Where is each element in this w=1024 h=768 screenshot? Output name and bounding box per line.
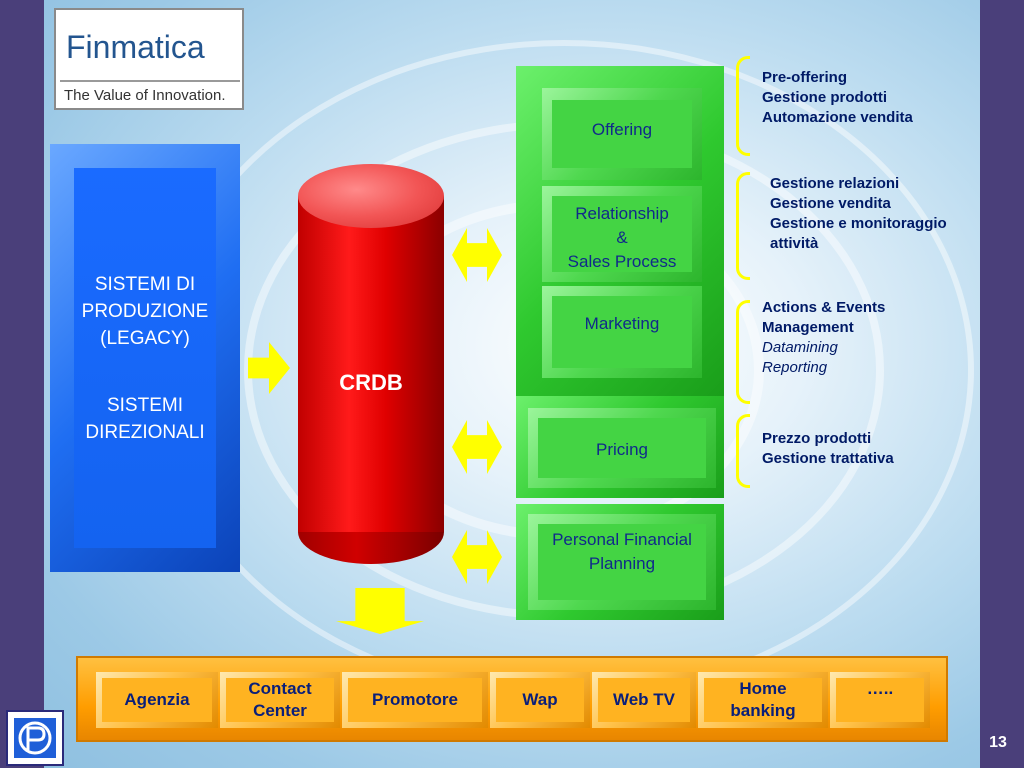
logo-brand-text: Finmatica [66, 29, 205, 65]
legacy-systems-box: SISTEMI DI PRODUZIONE (LEGACY) SISTEMI D… [74, 168, 216, 548]
annotation-line: Gestione e monitoraggio [770, 215, 947, 232]
channel-face: Wap [496, 678, 584, 722]
annotation-line: Gestione trattativa [762, 450, 894, 467]
annotation-line: Gestione relazioni [770, 175, 900, 192]
module-label: Relationship [575, 204, 669, 223]
module-personal-financial-planning: Personal Financial Planning [528, 514, 716, 610]
legacy-line: SISTEMI [106, 394, 183, 416]
annotation-line: Pre-offering [762, 69, 848, 86]
annotation-pricing: Prezzo prodotti Gestione trattativa [762, 429, 894, 469]
database-cylinder-body [298, 196, 444, 532]
channel-label: Home [739, 679, 787, 698]
module-face: Personal Financial Planning [538, 524, 706, 600]
annotation-line: Actions & Events [762, 299, 886, 316]
channel-more: ….. [830, 672, 930, 728]
left-frame-band [0, 0, 44, 768]
legacy-line: DIREZIONALI [85, 421, 205, 443]
channel-label: Center [253, 701, 307, 720]
module-pricing: Pricing [528, 408, 716, 488]
module-label: Planning [588, 554, 656, 573]
channel-label: Web TV [612, 690, 676, 709]
annotation-relationship: Gestione relazioni Gestione vendita Gest… [770, 174, 947, 254]
module-face: Relationship & Sales Process [552, 196, 692, 272]
annotation-line: Reporting [762, 359, 828, 376]
channel-face: Web TV [598, 678, 690, 722]
footer-logo [6, 710, 64, 766]
brace-icon [736, 56, 750, 156]
annotation-marketing: Actions & Events Management Datamining R… [762, 298, 885, 378]
module-label: Marketing [584, 314, 660, 333]
legacy-line: PRODUZIONE [81, 300, 209, 322]
module-label: Pricing [596, 440, 648, 459]
channel-label: Contact [248, 679, 312, 698]
annotation-line: Prezzo prodotti [762, 430, 872, 447]
database-label: CRDB [339, 370, 403, 395]
channel-face: Promotore [348, 678, 482, 722]
channel-face: ….. [836, 678, 924, 722]
page-number: 13 [989, 734, 1007, 751]
channel-label: Wap [522, 690, 558, 709]
channel-face: Agenzia [102, 678, 212, 722]
module-face: Pricing [538, 418, 706, 478]
legacy-line: (LEGACY) [100, 327, 190, 349]
legacy-line: SISTEMI DI [94, 273, 196, 295]
channel-label: Agenzia [124, 690, 190, 709]
company-logo: Finmatica The Value of Innovation. [54, 8, 244, 110]
module-offering: Offering [542, 88, 702, 180]
logo-tagline: The Value of Innovation. [60, 80, 240, 108]
annotation-line: attività [770, 235, 819, 252]
channel-promotore: Promotore [342, 672, 488, 728]
module-label: Personal Financial [552, 530, 692, 549]
channel-web-tv: Web TV [592, 672, 696, 728]
channel-wap: Wap [490, 672, 590, 728]
module-label: Sales Process [567, 252, 677, 271]
annotation-line: Datamining [762, 339, 838, 356]
annotation-offering: Pre-offering Gestione prodotti Automazio… [762, 68, 913, 128]
brace-icon [736, 414, 750, 488]
channel-face: Home banking [704, 678, 822, 722]
channel-agenzia: Agenzia [96, 672, 218, 728]
annotation-line: Management [762, 319, 854, 336]
right-frame-band [980, 0, 1024, 768]
module-face: Offering [552, 100, 692, 168]
brace-icon [736, 300, 750, 404]
module-relationship: Relationship & Sales Process [542, 186, 702, 282]
module-label: & [616, 228, 628, 247]
database-cylinder-top [298, 164, 444, 228]
module-marketing: Marketing [542, 286, 702, 378]
module-label: Offering [591, 120, 653, 139]
annotation-line: Gestione vendita [770, 195, 891, 212]
channel-label: banking [730, 701, 796, 720]
channel-home-banking: Home banking [698, 672, 828, 728]
annotation-line: Gestione prodotti [762, 89, 887, 106]
annotation-line: Automazione vendita [762, 109, 913, 126]
module-face: Marketing [552, 296, 692, 368]
brace-icon [736, 172, 750, 280]
channel-label: Promotore [372, 690, 458, 709]
channel-face: Contact Center [226, 678, 334, 722]
footer-logo-mark-icon [14, 718, 56, 758]
channel-label: ….. [866, 679, 894, 698]
channel-contact-center: Contact Center [220, 672, 340, 728]
